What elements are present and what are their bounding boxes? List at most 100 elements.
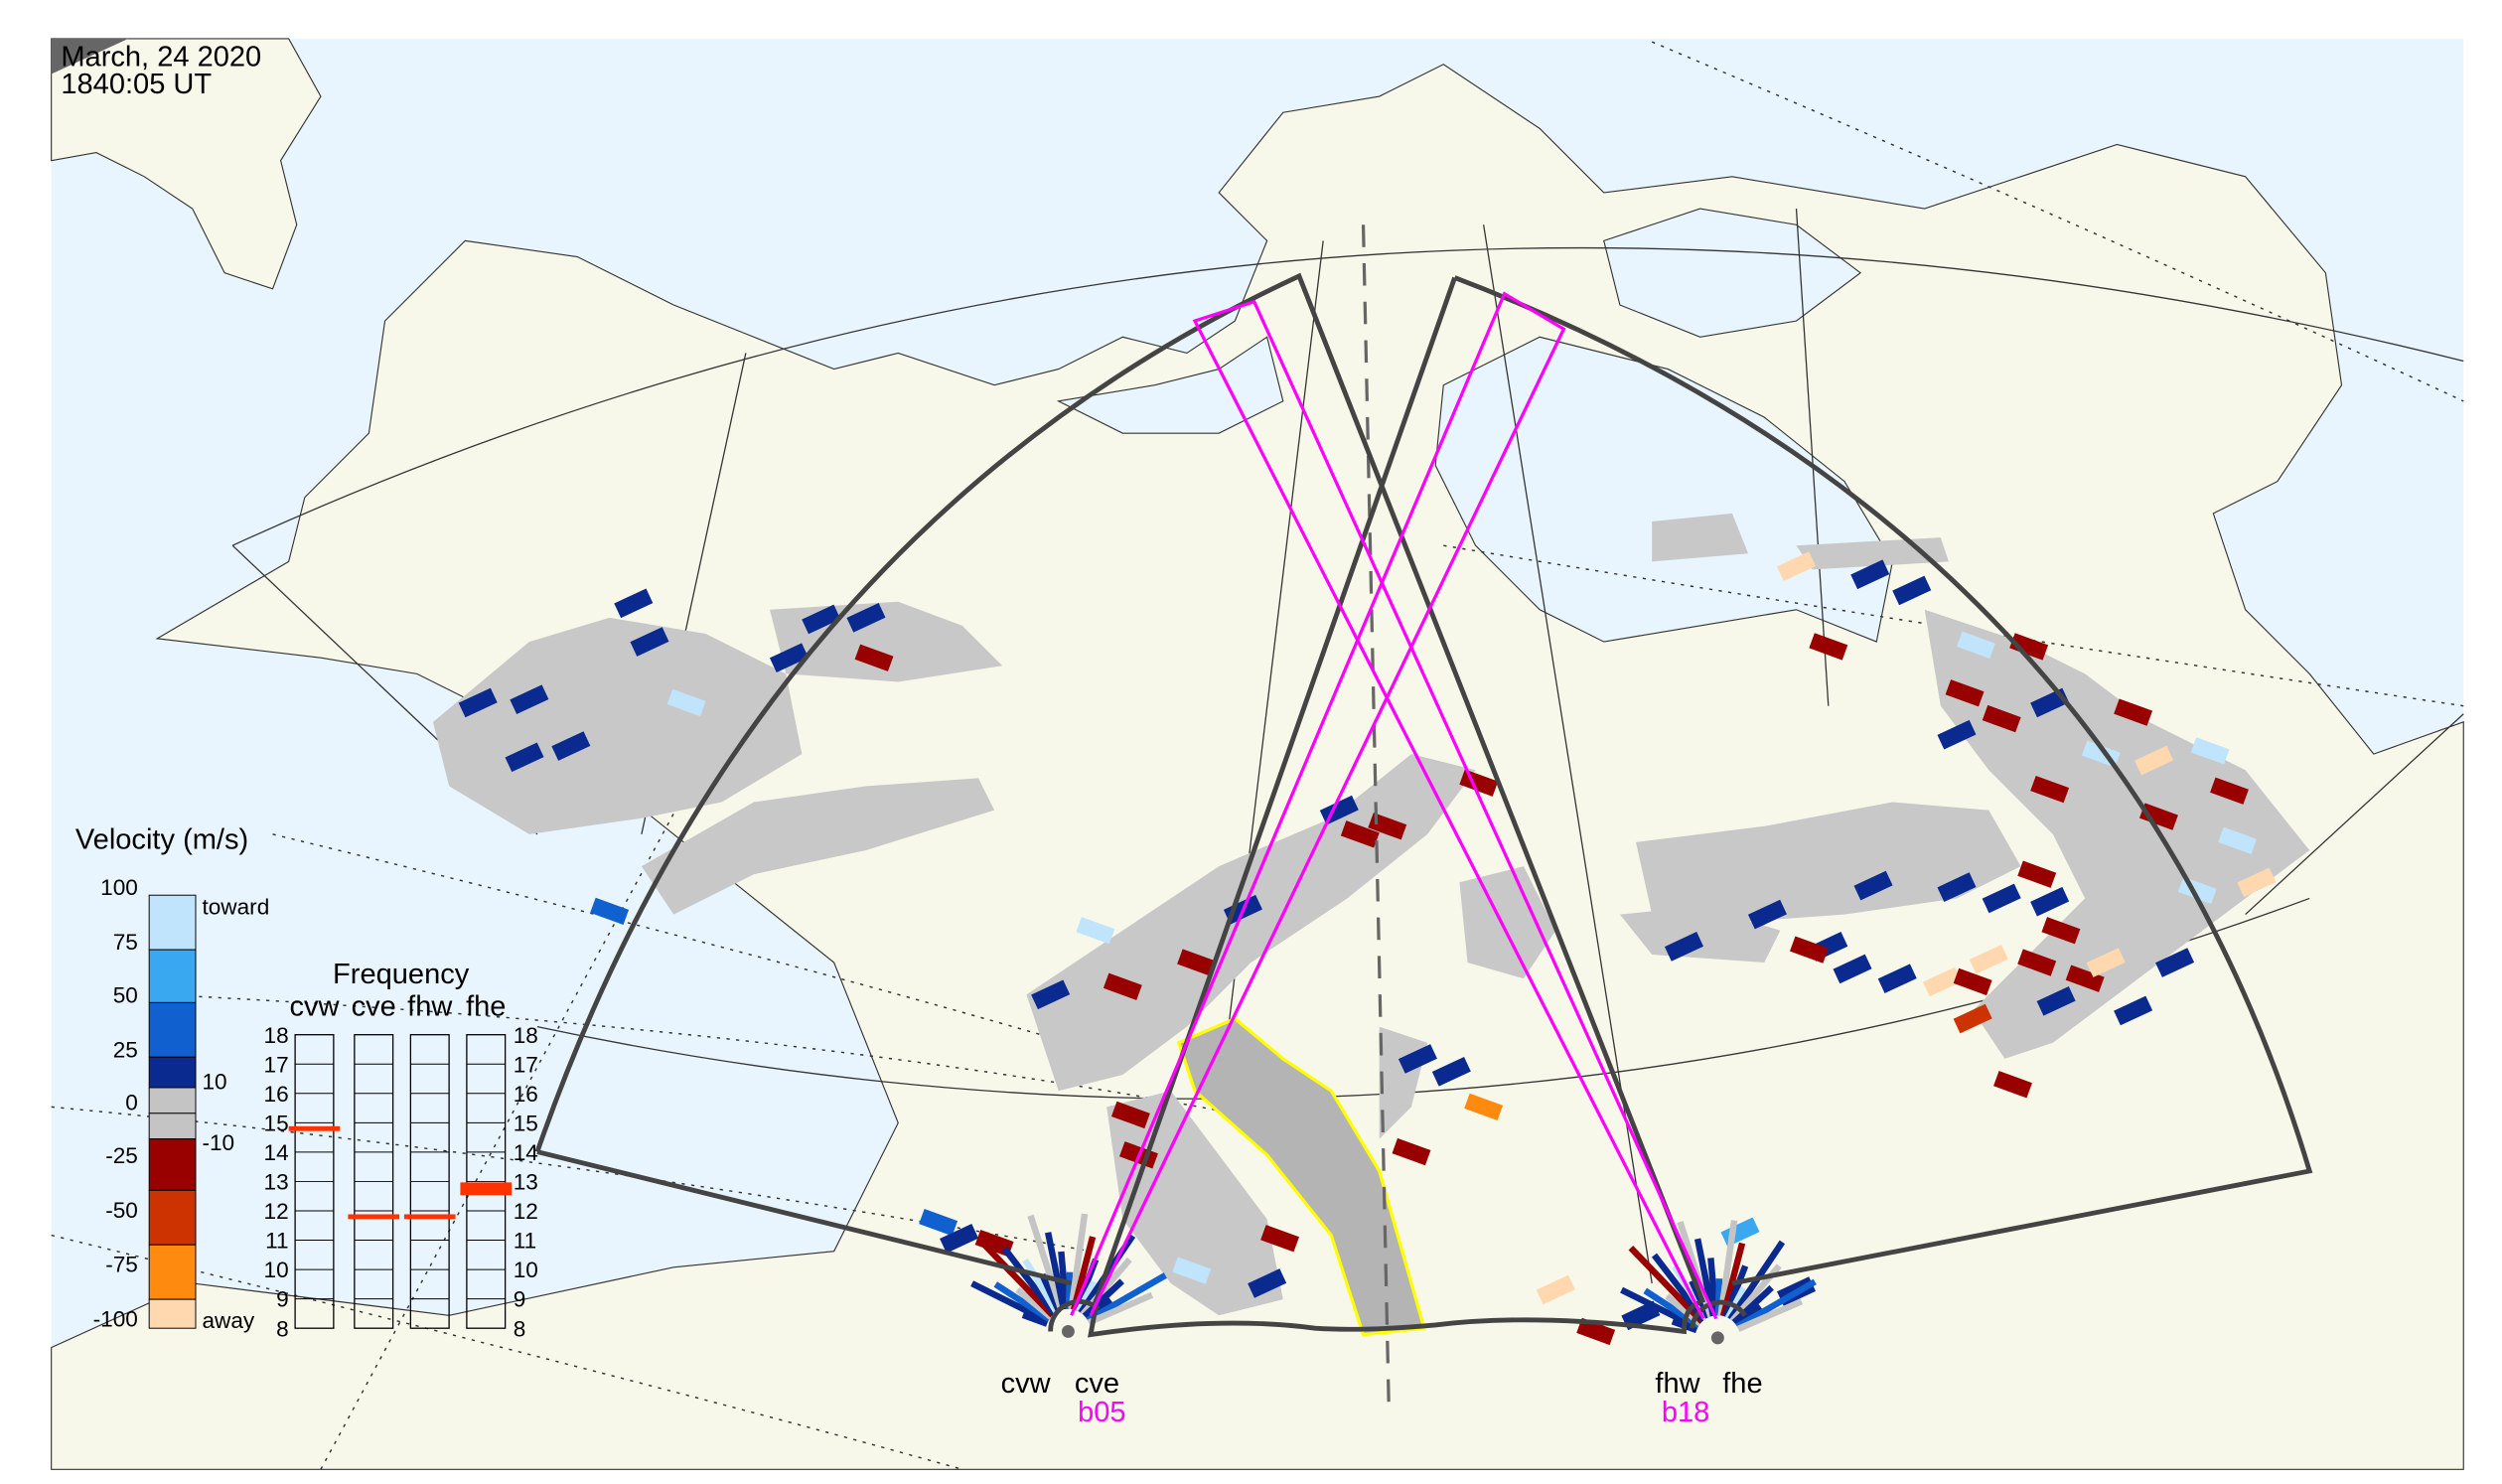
freq-radar-name-cvw: cvw [289, 990, 340, 1022]
radar-west-dot [1061, 1324, 1075, 1338]
freq-scale-left: 14 [264, 1140, 289, 1165]
ground-scatter-patch [1924, 609, 2310, 1059]
near-range-cell [970, 1280, 1050, 1325]
time-label: 1840:05 UT [61, 69, 212, 100]
near-range-cell [1651, 1253, 1707, 1322]
velocity-cell [1621, 1300, 1661, 1331]
hudson-bay [1434, 336, 1893, 643]
velocity-cell [458, 687, 498, 718]
freq-scale-left: 8 [276, 1316, 289, 1341]
velocity-cell [1398, 1044, 1437, 1074]
velocity-cell [1248, 1268, 1287, 1298]
ground-scatter-patch [432, 617, 803, 834]
velocity-cell [1747, 899, 1787, 930]
colorbar-segment [148, 1298, 197, 1329]
velocity-cell [1953, 967, 1992, 996]
colorbar-tick-label: 75 [113, 930, 138, 955]
colorbar-tick-label: -100 [93, 1307, 138, 1332]
freq-scale-right: 18 [514, 1023, 538, 1048]
velocity-cell [2065, 965, 2105, 992]
colorbar-segment [148, 1001, 197, 1058]
near-range-cell [1717, 1220, 1738, 1316]
baffin-bay [1603, 208, 1862, 338]
freq-scale-left: 11 [265, 1229, 288, 1254]
velocity-cell [1850, 559, 1890, 590]
velocity-cell [1953, 1003, 1992, 1034]
near-range-cell [1044, 1232, 1068, 1310]
velocity-cell [2114, 698, 2153, 726]
velocity-cell [590, 897, 630, 926]
velocity-cell [2138, 803, 2178, 830]
freq-scale-left: 17 [264, 1052, 289, 1077]
velocity-cell [1789, 936, 1829, 964]
colorbar-segment [148, 894, 197, 951]
velocity-cell [2134, 745, 2174, 776]
velocity-cell [940, 1223, 979, 1254]
velocity-cell [2041, 917, 2081, 945]
velocity-cell [2237, 867, 2277, 898]
freq-radar-name-fhe: fhe [466, 990, 506, 1022]
velocity-cell [1777, 551, 1817, 582]
freq-scale-left: 9 [276, 1287, 289, 1312]
freq-scale-right: 13 [514, 1170, 538, 1195]
freq-marker-fhw [403, 1214, 456, 1220]
velocity-cell [1260, 1225, 1300, 1253]
colorbar-segment [148, 1113, 197, 1140]
velocity-cell [1982, 883, 2021, 914]
near-range-cell [1001, 1247, 1058, 1316]
near-range-cell [1714, 1278, 1723, 1316]
toward-label: toward [202, 895, 269, 920]
freq-radar-name-cve: cve [352, 990, 396, 1022]
radar-sites [1048, 1298, 1747, 1345]
velocity-cell [2036, 985, 2076, 1016]
colorbar-segment [148, 1189, 197, 1246]
ground-scatter-patch [1636, 802, 2021, 923]
freq-marker-cvw [288, 1125, 341, 1131]
velocity-cell [510, 684, 549, 715]
near-range-cell [1022, 1258, 1060, 1314]
velocity-cell [2017, 949, 2057, 976]
freq-scale-right: 10 [514, 1258, 538, 1282]
velocity-cell [1431, 1057, 1471, 1087]
freq-scale-right: 11 [514, 1229, 536, 1254]
freq-marker-cve [348, 1214, 400, 1220]
arctic-channel [1056, 336, 1284, 434]
velocity-cell [1031, 979, 1071, 1010]
velocity-cell [1892, 575, 1932, 606]
gray-lower-label: -10 [202, 1130, 234, 1155]
date-label: March, 24 2020 [61, 41, 261, 73]
near-range-cell [1722, 1264, 1749, 1318]
freq-scale-right: 12 [514, 1199, 538, 1224]
near-range-cell [1070, 1236, 1097, 1311]
velocity-cell [1937, 872, 1977, 902]
velocity-cell [1340, 820, 1380, 848]
freq-scale-right: 9 [514, 1287, 526, 1312]
freq-radar-name-fhw: fhw [407, 990, 453, 1022]
velocity-cell [1969, 944, 2008, 974]
dashed-meridian [1361, 224, 1391, 1412]
beam-label-b18: b18 [1662, 1397, 1709, 1428]
velocity-cell [846, 603, 886, 633]
west-fan-outline [534, 272, 1706, 1304]
ground-scatter-patch [1619, 906, 1781, 964]
colorbar [148, 894, 197, 1329]
colorbar-tick-label: 25 [113, 1037, 138, 1062]
near-range-cell [1086, 1272, 1167, 1323]
east-fan-outline [1453, 275, 2313, 1286]
ground-scatter-patch [641, 778, 995, 915]
velocity-cell [1956, 631, 1995, 659]
velocity-cell [666, 688, 706, 717]
velocity-cell [614, 588, 654, 619]
velocity-cell [1809, 633, 1848, 661]
freq-scale-left: 16 [264, 1082, 289, 1107]
velocity-cell [1993, 1071, 2032, 1099]
freq-scale-right: 17 [514, 1052, 538, 1077]
velocity-cell [854, 644, 894, 671]
radar-label-fhe: fhe [1722, 1368, 1762, 1400]
freq-scale-left: 10 [264, 1258, 289, 1282]
velocity-cells [458, 551, 2277, 1346]
colorbar-tick-label: -25 [105, 1143, 138, 1168]
colorbar-tick-label: -50 [105, 1198, 138, 1223]
